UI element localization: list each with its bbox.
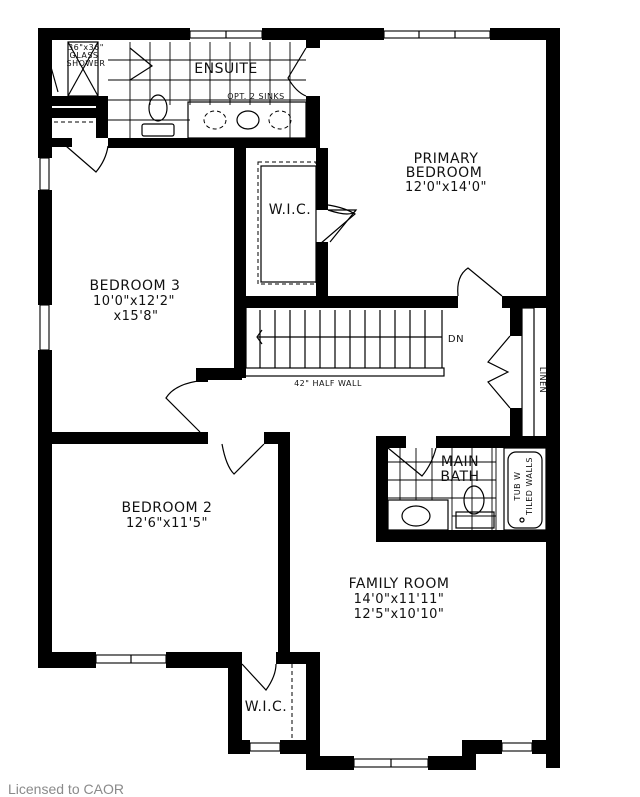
bedroom-3-label: BEDROOM 3 bbox=[90, 278, 181, 294]
stairs-down-label: DN bbox=[448, 334, 464, 345]
primary-bedroom-label-2: BEDROOM bbox=[406, 165, 483, 181]
ensuite-sinks-note: OPT. 2 SINKS bbox=[227, 92, 285, 101]
family-room-label: FAMILY ROOM bbox=[349, 576, 450, 592]
primary-bedroom-label-1: PRIMARY bbox=[414, 151, 479, 167]
main-bath-label-2: BATH bbox=[440, 469, 479, 485]
tub-label-2: TILED WALLS bbox=[525, 457, 534, 516]
primary-bedroom-dimensions: 12'0"x14'0" bbox=[405, 180, 487, 195]
closet-shelves bbox=[257, 161, 535, 740]
shower-label-line3: SHOWER bbox=[67, 59, 106, 68]
bedroom-3-dimensions-2: x15'8" bbox=[113, 309, 158, 324]
half-wall-label: 42" HALF WALL bbox=[294, 379, 362, 388]
family-room-dimensions-2: 12'5"x10'10" bbox=[354, 607, 445, 622]
shower-label-line2: GLASS bbox=[70, 51, 99, 60]
linen-label: LINEN bbox=[538, 367, 547, 393]
staircase[interactable] bbox=[241, 308, 445, 377]
bedroom-2-label: BEDROOM 2 bbox=[122, 500, 213, 516]
tub-label-1: TUB W bbox=[513, 471, 522, 501]
shower-label-line1: 36"x36" bbox=[68, 43, 104, 52]
bedroom-2-dimensions: 12'6"x11'5" bbox=[126, 516, 208, 531]
main-bath-label-1: MAIN bbox=[441, 454, 479, 470]
door-swings bbox=[65, 47, 511, 691]
ensuite-label: ENSUITE bbox=[194, 61, 257, 77]
exterior-walls bbox=[38, 28, 560, 770]
bedroom-3-dimensions-1: 10'0"x12'2" bbox=[93, 294, 175, 309]
ensuite-tile-grid bbox=[43, 41, 307, 139]
wic-primary-label: W.I.C. bbox=[269, 202, 312, 218]
license-watermark: Licensed to CAOR bbox=[8, 781, 124, 797]
main-bath-fixtures bbox=[387, 447, 547, 531]
wic-bedroom-2-label: W.I.C. bbox=[245, 699, 288, 715]
room-labels: ENSUITE OPT. 2 SINKS 36"x36" GLASS SHOWE… bbox=[67, 43, 547, 715]
family-room-dimensions-1: 14'0"x11'11" bbox=[354, 592, 445, 607]
windows bbox=[39, 30, 533, 768]
interior-walls bbox=[38, 28, 560, 752]
